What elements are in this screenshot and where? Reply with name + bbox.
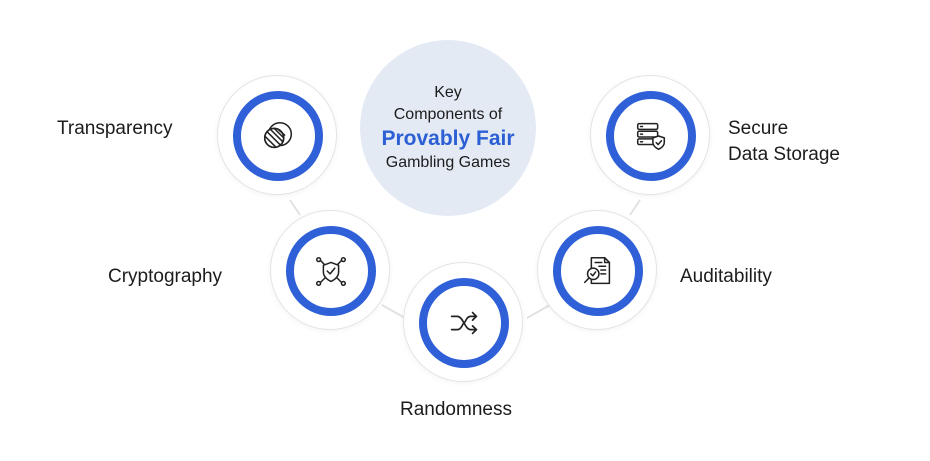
ring-randomness — [419, 278, 509, 368]
shield-network-icon — [315, 256, 347, 287]
globe-icon — [263, 121, 293, 149]
ring-cryptography — [286, 226, 376, 316]
label-cryptography: Cryptography — [108, 266, 223, 287]
node-cryptography — [270, 210, 390, 330]
node-auditability — [537, 210, 657, 330]
ring-transparency — [233, 91, 323, 181]
document-audit-icon — [583, 256, 611, 285]
label-secure-data-storage: Secure Data Storage — [728, 116, 840, 167]
center-line-components: Components of — [393, 105, 503, 123]
label-auditability: Auditability — [680, 266, 772, 287]
center-highlight: Provably Fair — [381, 126, 515, 150]
label-secure-line2: Data Storage — [728, 143, 840, 165]
node-secure-data-storage — [590, 75, 710, 195]
shuffle-icon — [450, 311, 478, 335]
node-randomness — [403, 262, 523, 382]
label-randomness: Randomness — [400, 399, 512, 420]
node-transparency — [217, 75, 337, 195]
ring-secure-data-storage — [606, 91, 696, 181]
center-line-key: Key — [434, 84, 462, 102]
ring-auditability — [553, 226, 643, 316]
center-line-gambling: Gambling Games — [385, 154, 511, 172]
database-shield-icon — [636, 122, 666, 151]
label-secure-line1: Secure — [728, 118, 789, 139]
center-title: Key Components of Provably Fair Gambling… — [360, 40, 536, 216]
label-transparency: Transparency — [57, 118, 173, 139]
